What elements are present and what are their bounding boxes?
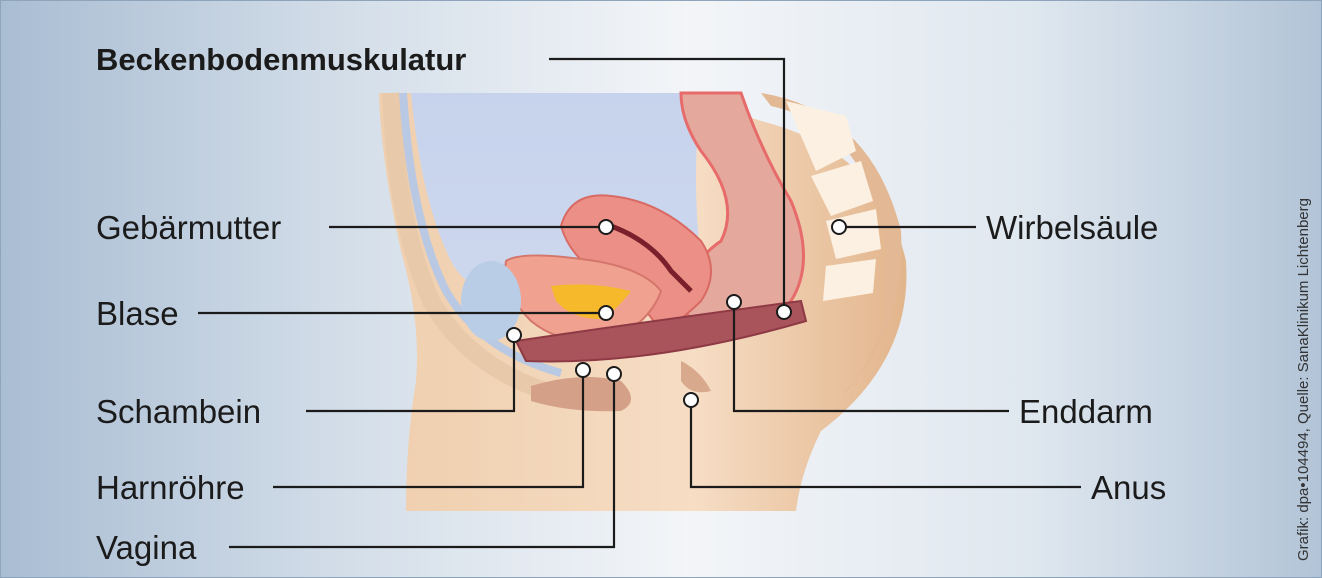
marker-schambein (507, 328, 521, 342)
label-vagina: Vagina (96, 529, 197, 566)
marker-beckenboden (777, 305, 791, 319)
marker-anus (684, 393, 698, 407)
marker-harnroehre (576, 363, 590, 377)
label-wirbelsaeule: Wirbelsäule (986, 209, 1158, 246)
marker-gebaermutter (599, 220, 613, 234)
diagram-title: Beckenbodenmuskulatur (96, 42, 466, 77)
label-schambein: Schambein (96, 393, 261, 430)
marker-vagina (607, 367, 621, 381)
marker-wirbelsaeule (832, 220, 846, 234)
marker-enddarm (727, 295, 741, 309)
marker-blase (599, 306, 613, 320)
source-credit: Grafik: dpa•104494, Quelle: SanaKlinikum… (1295, 198, 1312, 561)
label-harnroehre: Harnröhre (96, 469, 245, 506)
label-enddarm: Enddarm (1019, 393, 1153, 430)
label-gebaermutter: Gebärmutter (96, 209, 281, 246)
label-blase: Blase (96, 295, 179, 332)
label-anus: Anus (1091, 469, 1166, 506)
